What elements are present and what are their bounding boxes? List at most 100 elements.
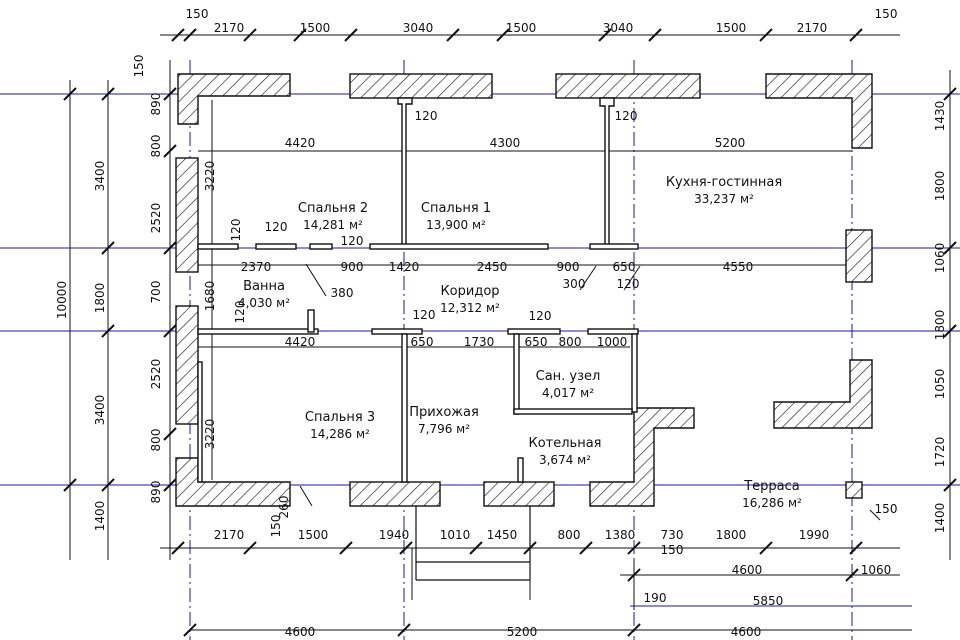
room-area: 14,286 м² (310, 427, 370, 441)
dimension-label: 1400 (933, 503, 947, 534)
leader-lines (299, 263, 881, 521)
dimension-label: 1420 (389, 260, 420, 274)
dimension-label: 900 (341, 260, 364, 274)
dimension-label: 1800 (933, 171, 947, 202)
dimension-label: 800 (559, 335, 582, 349)
walls (175, 73, 873, 507)
room-area: 12,312 м² (440, 301, 500, 315)
dimension-label: 900 (557, 260, 580, 274)
room-area: 33,237 м² (694, 192, 754, 206)
room-name: Спальня 3 (305, 410, 375, 425)
dimension-label: 120 (617, 277, 640, 291)
dimension-label: 2170 (214, 528, 245, 542)
dimension-label: 890 (149, 481, 163, 504)
dimension-label: 150 (269, 515, 283, 538)
dimension-label: 1000 (597, 335, 628, 349)
room-area: 16,286 м² (742, 496, 802, 510)
dimension-label: 120 (229, 219, 243, 242)
dimension-label: 1800 (93, 283, 107, 314)
dimension-label: 120 (415, 109, 438, 123)
dimension-label: 1500 (716, 21, 747, 35)
dimension-label: 3220 (203, 161, 217, 192)
dimension-label: 1720 (933, 437, 947, 468)
dimension-label: 1800 (933, 310, 947, 341)
porch-steps (415, 506, 531, 581)
dimension-label: 120 (529, 309, 552, 323)
dimension-label: 1060 (861, 563, 892, 577)
room-name: Коридор (440, 284, 499, 299)
dimension-label: 120 (615, 109, 638, 123)
wall-left-upper (175, 157, 199, 273)
dimension-label: 5200 (715, 136, 746, 150)
dimension-label: 5200 (507, 625, 538, 639)
room-name: Кухня-гостинная (666, 175, 782, 190)
wall-terrace-right (773, 359, 873, 429)
wall-left-lower (175, 305, 199, 425)
dimension-label: 1380 (605, 528, 636, 542)
dimension-label: 2520 (149, 203, 163, 234)
partitions (197, 97, 639, 483)
dimension-label: 380 (331, 286, 354, 300)
dimension-label: 1400 (93, 501, 107, 532)
wall-bottom-left (175, 457, 291, 507)
wall-top-right (765, 73, 873, 149)
dimension-label: 730 (661, 528, 684, 542)
dimension-ticks (63, 28, 957, 637)
dimension-label: 650 (525, 335, 548, 349)
wall-top-b (555, 73, 701, 99)
dimension-label: 1940 (379, 528, 410, 542)
dimension-label: 800 (558, 528, 581, 542)
dimension-label: 4600 (732, 563, 763, 577)
dimension-label: 1680 (203, 281, 217, 312)
dimension-label: 1060 (933, 243, 947, 274)
wall-right-mid (845, 229, 873, 283)
dimension-label: 1500 (298, 528, 329, 542)
dimension-label: 2520 (149, 359, 163, 390)
dimension-label: 2170 (797, 21, 828, 35)
dimension-label: 120 (233, 301, 247, 324)
room-area: 14,281 м² (303, 218, 363, 232)
room-name: Ванна (243, 279, 285, 294)
dimension-label: 3220 (203, 419, 217, 450)
partition-i-1 (397, 97, 413, 249)
dimension-label: 4420 (285, 335, 316, 349)
dimension-label: 1990 (799, 528, 830, 542)
dimension-label: 5850 (753, 594, 784, 608)
dimension-label: 1500 (300, 21, 331, 35)
dimension-label: 300 (563, 277, 586, 291)
room-area: 4,030 м² (238, 296, 290, 310)
dimension-label: 2370 (241, 260, 272, 274)
dimension-label: 650 (411, 335, 434, 349)
room-name: Терраса (743, 479, 800, 494)
dimension-label: 650 (613, 260, 636, 274)
dimension-label: 1500 (506, 21, 537, 35)
room-area: 3,674 м² (539, 453, 591, 467)
dimension-label: 700 (149, 281, 163, 304)
room-area: 7,796 м² (418, 422, 470, 436)
wall-top-a (349, 73, 493, 99)
dimension-label: 10000 (55, 281, 69, 319)
dimension-label: 1450 (487, 528, 518, 542)
dimension-label: 120 (341, 234, 364, 248)
dimension-label: 150 (661, 543, 684, 557)
dimension-label: 800 (149, 429, 163, 452)
room-name: Спальня 1 (421, 201, 491, 216)
wall-bottom-c (589, 407, 695, 507)
dimension-label: 3400 (93, 161, 107, 192)
dimension-label: 4600 (285, 625, 316, 639)
dimension-label: 2450 (477, 260, 508, 274)
room-name: Котельная (528, 436, 601, 451)
room-name: Сан. узел (536, 369, 601, 384)
dimension-label: 4550 (723, 260, 754, 274)
dimension-label: 3040 (603, 21, 634, 35)
room-area: 13,900 м² (426, 218, 486, 232)
dimension-label: 120 (265, 220, 288, 234)
dimension-label: 800 (149, 135, 163, 158)
dimension-label: 4300 (490, 136, 521, 150)
dimension-label: 1730 (464, 335, 495, 349)
terrace-post (845, 481, 863, 499)
dimension-label: 3040 (403, 21, 434, 35)
